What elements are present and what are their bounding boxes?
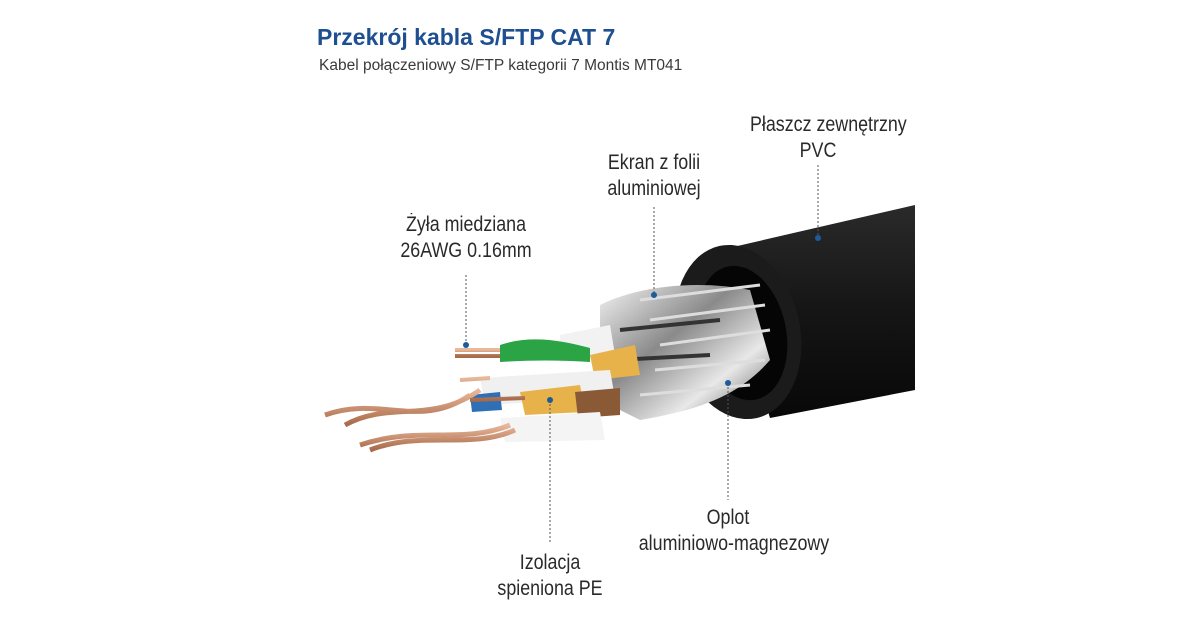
wire-pairs <box>324 325 640 453</box>
label-insulation-line1: Izolacja <box>519 551 581 574</box>
label-braid: Oplot aluminiowo-magnezowy <box>638 505 830 557</box>
label-jacket-line2: PVC <box>799 139 837 162</box>
label-insulation: Izolacja spieniona PE <box>491 550 610 602</box>
callout-dot-conductor <box>463 342 469 348</box>
label-braid-line1: Oplot <box>706 506 750 529</box>
page-title: Przekrój kabla S/FTP CAT 7 <box>317 24 616 50</box>
label-foil-line2: aluminiowej <box>607 177 701 200</box>
label-conductor-line2: 26AWG 0.16mm <box>400 239 532 262</box>
label-jacket: Płaszcz zewnętrzny PVC <box>750 112 907 164</box>
label-foil: Ekran z folii aluminiowej <box>595 150 714 202</box>
label-foil-line1: Ekran z folii <box>607 151 701 174</box>
label-braid-line2: aluminiowo-magnezowy <box>638 532 830 555</box>
label-conductor: Żyła miedziana 26AWG 0.16mm <box>398 212 534 264</box>
callout-dot-insulation <box>547 397 553 403</box>
label-insulation-line2: spieniona PE <box>497 577 603 600</box>
callout-dot-foil <box>651 292 657 298</box>
callout-dot-jacket <box>815 235 821 241</box>
callout-dot-braid <box>725 380 731 386</box>
label-conductor-line1: Żyła miedziana <box>405 213 527 236</box>
page-subtitle: Kabel połączeniowy S/FTP kategorii 7 Mon… <box>319 57 683 74</box>
label-jacket-line1: Płaszcz zewnętrzny <box>750 113 907 136</box>
foil-and-braid-shield <box>600 283 771 420</box>
